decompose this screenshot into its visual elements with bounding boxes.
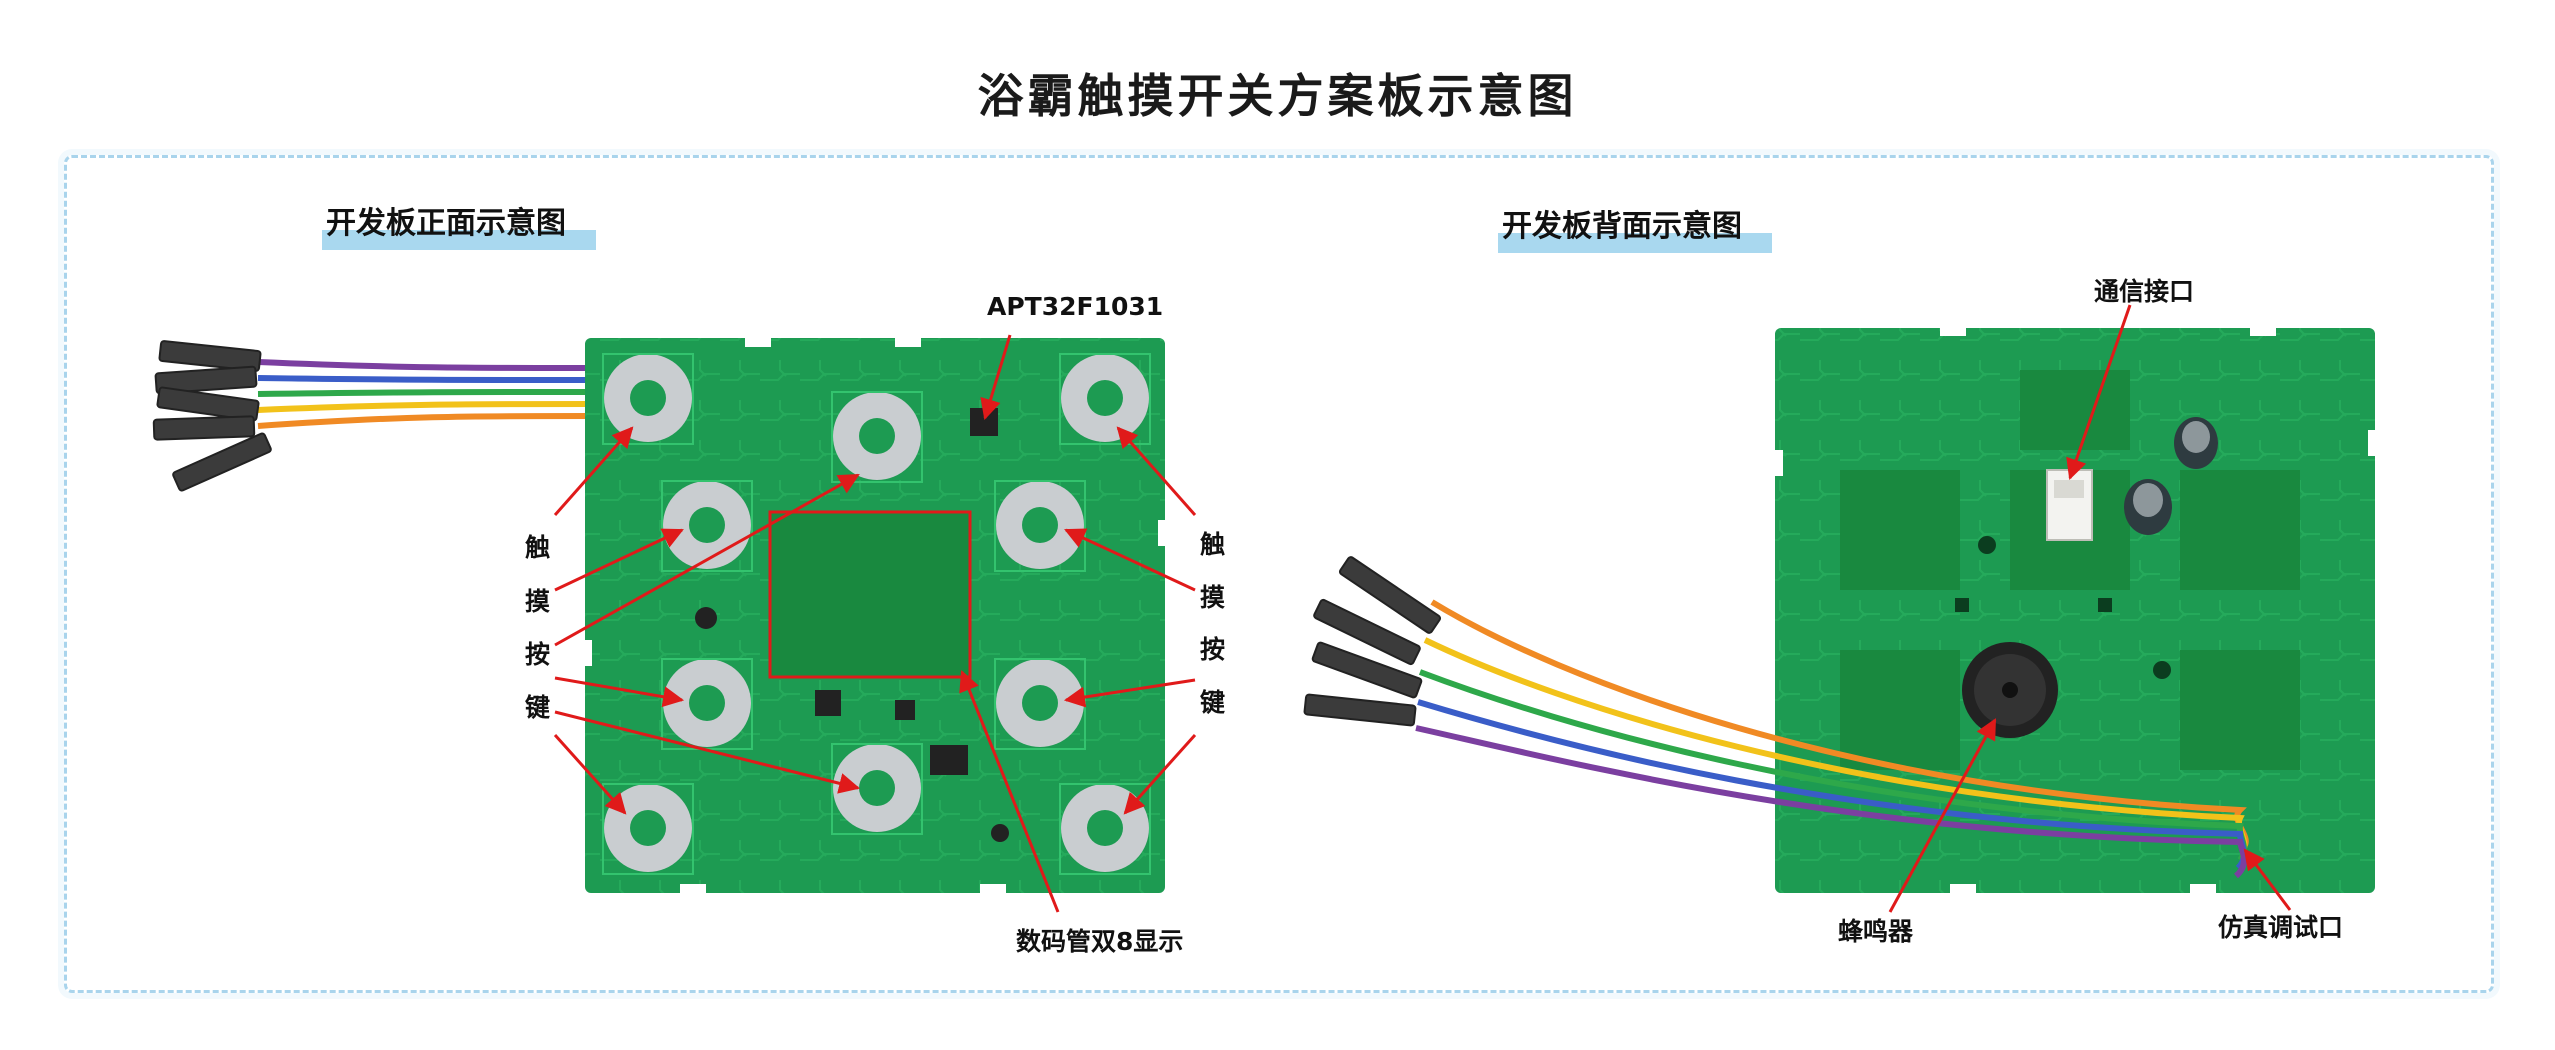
back-holes	[1955, 536, 2171, 679]
touch-pad	[831, 743, 923, 835]
touch-label-right-1: 触	[1200, 530, 1226, 559]
front-section-title: 开发板正面示意图	[322, 198, 596, 250]
front-ribbon-cable	[257, 359, 591, 429]
touch-label-left-2: 摸	[525, 587, 551, 616]
touch-label-right-2: 摸	[1200, 583, 1226, 612]
touch-label-right-4: 键	[1200, 688, 1226, 717]
touch-pads	[602, 353, 1151, 875]
back-section-title: 开发板背面示意图	[1498, 201, 1772, 253]
buzzer	[1962, 642, 2058, 738]
buzzer-label: 蜂鸣器	[1838, 917, 1914, 946]
touch-label-left-4: 键	[525, 693, 551, 722]
touch-pad	[1059, 353, 1151, 445]
touch-pad	[994, 480, 1086, 572]
front-section-title-text: 开发板正面示意图	[326, 206, 566, 241]
touch-pad	[661, 658, 753, 750]
front-arrows	[553, 334, 1197, 913]
back-section-title-text: 开发板背面示意图	[1502, 209, 1742, 244]
back-connector-pins	[1303, 556, 1442, 727]
display-label: 数码管双8显示	[1016, 927, 1184, 956]
front-board	[152, 333, 1197, 913]
comm-interface-label: 通信接口	[2094, 277, 2195, 306]
front-components	[695, 408, 1009, 842]
back-arrows	[1888, 304, 2292, 913]
debug-port-label: 仿真调试口	[2218, 913, 2344, 942]
touch-label-left-3: 按	[525, 640, 551, 669]
front-connector-pins	[152, 340, 272, 492]
back-board	[1303, 304, 2382, 913]
capacitors	[2124, 417, 2218, 535]
mcu-chip	[970, 408, 998, 436]
touch-pad	[602, 353, 694, 445]
back-ribbon-cable	[1415, 599, 2249, 879]
page-title: 浴霸触摸开关方案板示意图	[977, 69, 1578, 123]
touch-label-left-1: 触	[525, 533, 551, 562]
comm-connector	[2046, 469, 2093, 541]
touch-label-right-3: 按	[1200, 635, 1226, 664]
mcu-label: APT32F1031	[987, 292, 1164, 321]
diagram-frame	[64, 155, 2494, 993]
display-window	[768, 510, 972, 679]
touch-pad	[831, 391, 923, 483]
